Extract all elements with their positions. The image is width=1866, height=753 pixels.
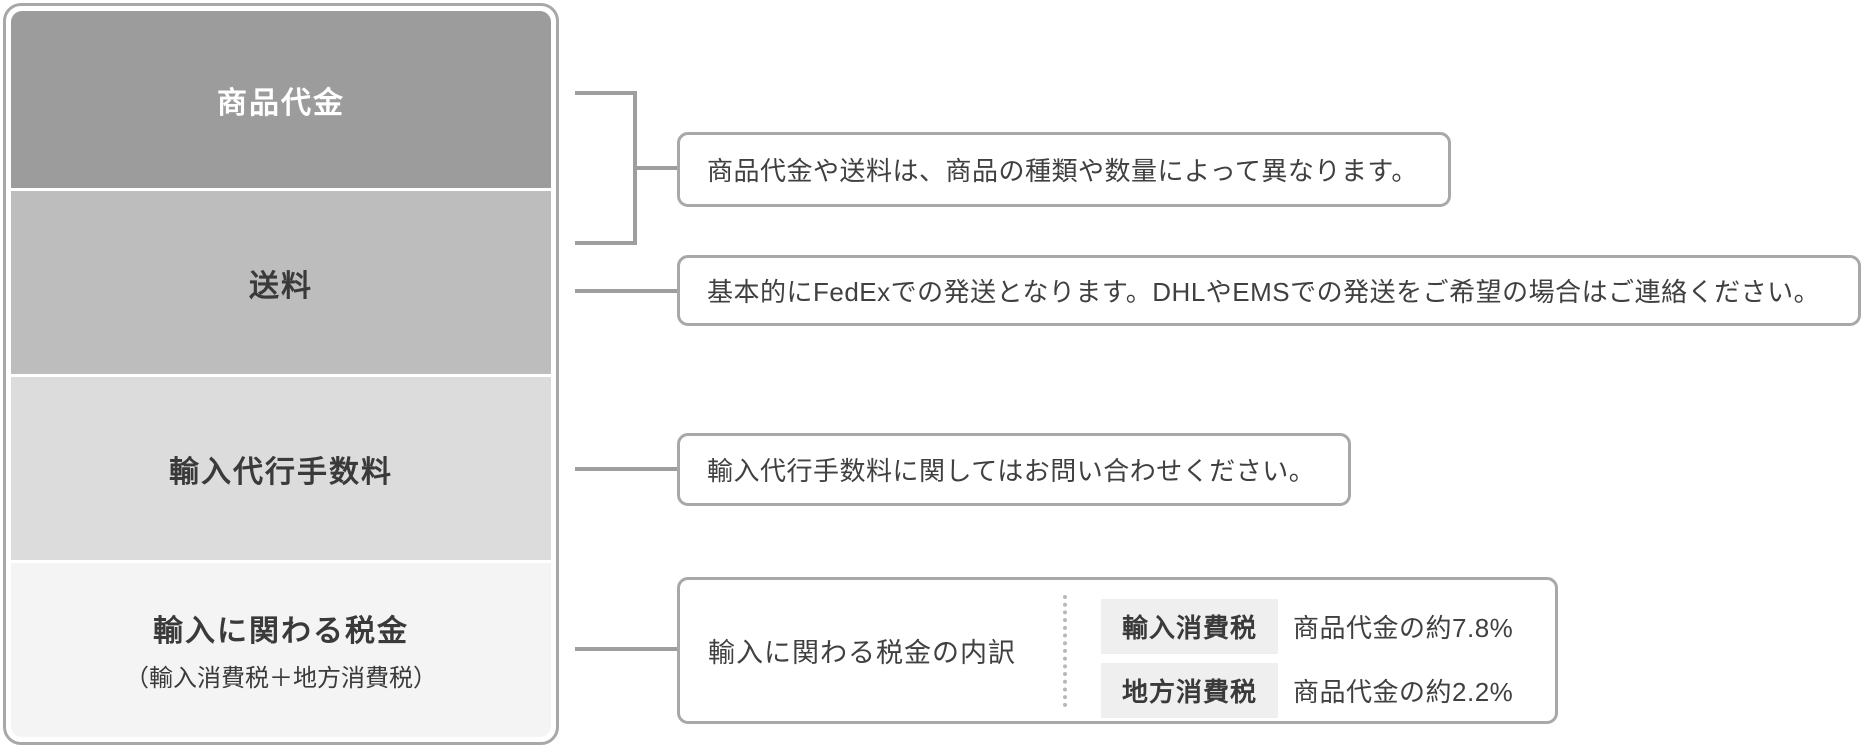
bracket-top-line xyxy=(575,91,637,95)
tax-rate-local: 商品代金の約2.2% xyxy=(1293,677,1514,707)
segment-import-tax: 輸入に関わる税金 （輸入消費税＋地方消費税） xyxy=(11,562,551,737)
bracket-vertical-line xyxy=(633,91,637,245)
segment-import-tax-label: 輸入に関わる税金 xyxy=(153,615,409,649)
callout-product-and-shipping-text: 商品代金や送料は、商品の種類や数量によって異なります。 xyxy=(707,156,1418,186)
connector-shipping-line xyxy=(575,289,677,293)
callout-shipping-method-text: 基本的にFedExでの発送となります。DHLやEMSでの発送をご希望の場合はご連… xyxy=(707,277,1821,307)
segment-agency-fee: 輸入代行手数料 xyxy=(11,377,551,560)
segment-agency-fee-label: 輸入代行手数料 xyxy=(169,455,393,489)
segment-product-price: 商品代金 xyxy=(11,11,551,189)
cost-stack-box: 商品代金 送料 輸入代行手数料 輸入に関わる税金 （輸入消費税＋地方消費税） xyxy=(3,3,559,745)
tax-breakdown-rows: 輸入消費税 商品代金の約7.8% 地方消費税 商品代金の約2.2% xyxy=(1101,599,1513,718)
tax-chip-import: 輸入消費税 xyxy=(1101,599,1279,654)
segment-product-price-label: 商品代金 xyxy=(217,86,345,120)
connector-agency-fee-line xyxy=(575,467,677,471)
callout-tax-breakdown: 輸入に関わる税金の内訳 輸入消費税 商品代金の約7.8% 地方消費税 商品代金の… xyxy=(677,577,1558,724)
bracket-bottom-line xyxy=(575,241,637,245)
callout-agency-fee: 輸入代行手数料に関してはお問い合わせください。 xyxy=(677,433,1351,506)
tax-breakdown-row-import: 輸入消費税 商品代金の約7.8% xyxy=(1101,599,1513,654)
callout-agency-fee-text: 輸入代行手数料に関してはお問い合わせください。 xyxy=(707,456,1316,486)
segment-import-tax-sublabel: （輸入消費税＋地方消費税） xyxy=(125,665,437,693)
callout-shipping-method: 基本的にFedExでの発送となります。DHLやEMSでの発送をご希望の場合はご連… xyxy=(677,255,1861,326)
bracket-middle-line xyxy=(637,166,677,170)
segment-shipping-label: 送料 xyxy=(249,269,313,303)
callout-product-and-shipping: 商品代金や送料は、商品の種類や数量によって異なります。 xyxy=(677,132,1451,207)
tax-rate-import: 商品代金の約7.8% xyxy=(1293,613,1514,643)
connector-tax-line xyxy=(575,647,677,651)
tax-chip-local: 地方消費税 xyxy=(1101,663,1279,718)
segment-shipping: 送料 xyxy=(11,191,551,375)
tax-breakdown-title: 輸入に関わる税金の内訳 xyxy=(708,638,1016,668)
tax-breakdown-row-local: 地方消費税 商品代金の約2.2% xyxy=(1101,663,1513,718)
dotted-divider xyxy=(1063,595,1067,707)
